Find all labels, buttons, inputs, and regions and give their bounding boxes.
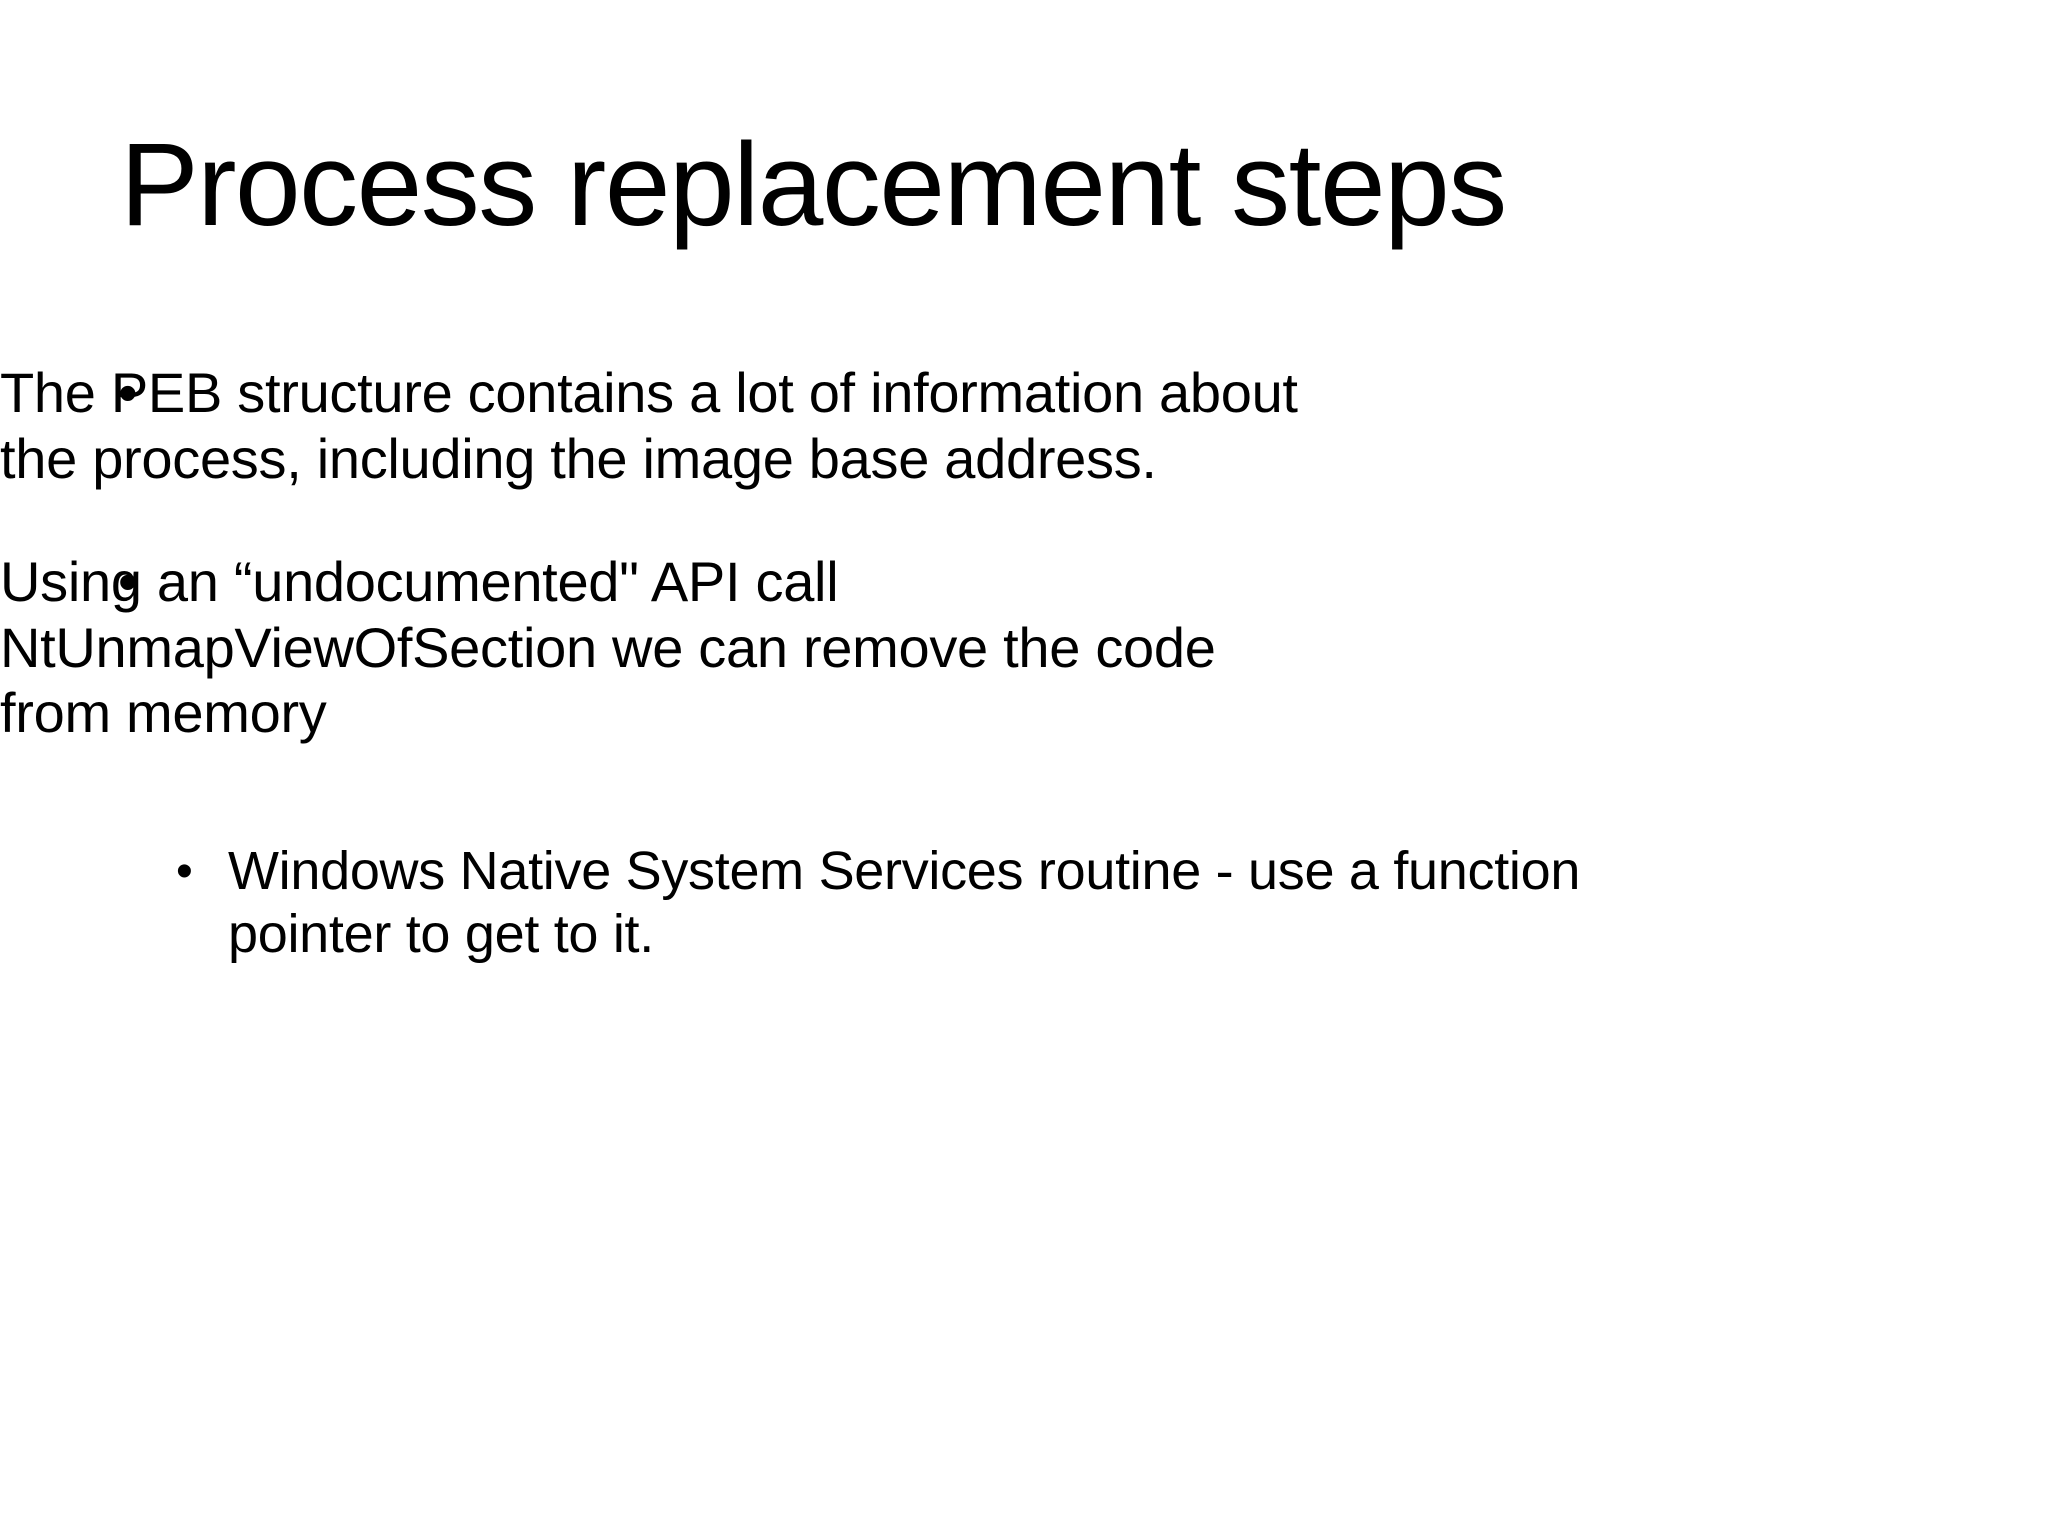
- sub-bullet-marker-icon: •: [176, 844, 193, 898]
- slide-body: • The PEB structure contains a lot of in…: [0, 360, 2048, 967]
- bullet-item-undocumented-api: • Using an “undocumented" API call NtUnm…: [0, 549, 1790, 967]
- bullet-list: • The PEB structure contains a lot of in…: [0, 360, 2048, 967]
- sub-bullet-text: Windows Native System Services routine -…: [228, 840, 1581, 965]
- bullet-text: Using an “undocumented" API call NtUnmap…: [0, 550, 1216, 745]
- bullet-spacer: [0, 746, 1790, 808]
- sub-bullet-item-native-system-services: • Windows Native System Services routine…: [0, 840, 1790, 967]
- bullet-item-peb-structure: • The PEB structure contains a lot of in…: [0, 360, 1790, 491]
- slide-title: Process replacement steps: [120, 119, 1507, 251]
- bullet-text: The PEB structure contains a lot of info…: [0, 361, 1298, 490]
- sub-bullet-list: • Windows Native System Services routine…: [0, 840, 1790, 967]
- bullet-marker-icon: •: [118, 361, 138, 424]
- bullet-marker-icon: •: [118, 550, 138, 614]
